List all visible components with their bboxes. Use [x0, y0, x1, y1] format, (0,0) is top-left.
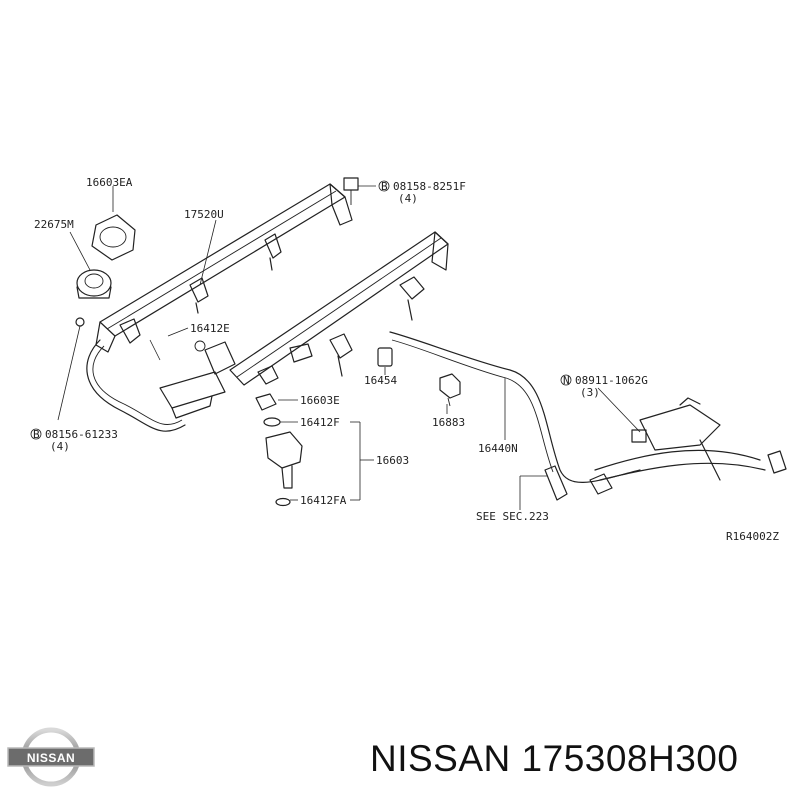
pressure-damper [75, 269, 112, 327]
fuel-hose [389, 331, 641, 483]
rail-bolt [343, 177, 359, 205]
callout-16454: 16454 [364, 374, 397, 387]
svg-text:B: B [381, 180, 388, 193]
callout-16603EA: 16603EA [86, 176, 133, 189]
callout-22675M: 22675M [34, 218, 74, 231]
fuel-rail-lower [159, 231, 449, 419]
damper-gasket [91, 214, 136, 261]
callout-17520U: 17520U [184, 208, 224, 221]
callout-16412E: 16412E [190, 322, 230, 335]
callout-16883: 16883 [432, 416, 465, 429]
bolt-marker-b-left [30, 428, 42, 440]
callout-16603: 16603 [376, 454, 409, 467]
part-number-title: NISSAN 175308H300 [370, 738, 739, 779]
callout-16440N: 16440N [478, 442, 518, 455]
svg-text:N: N [563, 374, 570, 387]
injector-detail [255, 393, 303, 507]
cap-16454 [377, 347, 393, 367]
clip-16883 [439, 373, 461, 407]
callout-08156-61233: 08156-61233 [45, 428, 118, 441]
connector-assembly [544, 397, 787, 501]
callout-08158-8251F: 08158-8251F [393, 180, 466, 193]
bolt-marker-b [378, 180, 390, 192]
callout-see-sec-223: SEE SEC.223 [476, 510, 549, 523]
nut-marker-n [560, 374, 572, 386]
callout-16603E: 16603E [300, 394, 340, 407]
callout-08911-1062G-qty: (3) [580, 386, 600, 399]
callout-08156-61233-qty: (4) [50, 440, 70, 453]
callout-08158-8251F-qty: (4) [398, 192, 418, 205]
callout-08911-1062G: 08911-1062G [575, 374, 648, 387]
callout-16412F: 16412F [300, 416, 340, 429]
leader-lines [57, 185, 641, 510]
callout-16412FA: 16412FA [300, 494, 347, 507]
diagram-reference-code: R164002Z [726, 530, 779, 543]
fuel-rail-upper [95, 183, 353, 353]
logo-wordmark: NISSAN [27, 751, 75, 765]
svg-text:B: B [33, 428, 40, 441]
nissan-logo: NISSAN [7, 727, 95, 787]
fuel-pipe-left [86, 339, 186, 432]
